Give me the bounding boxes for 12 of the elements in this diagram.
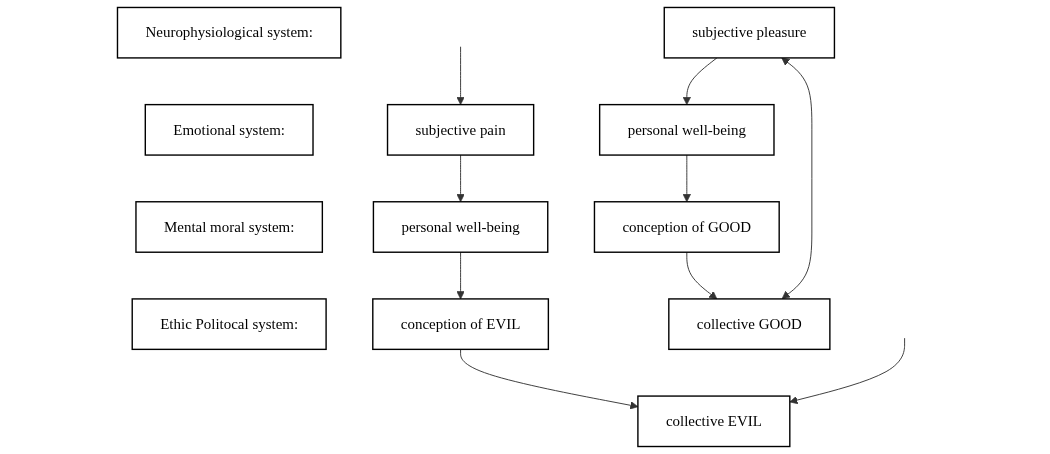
node-box: conception of EVIL: [372, 298, 549, 351]
node-box: collective EVIL: [637, 395, 791, 448]
node-box: subjective pleasure: [663, 6, 836, 59]
node-box: subjective pain: [386, 103, 535, 156]
node-box: personal well-being: [372, 201, 549, 253]
node-box: Emotional system:: [144, 103, 314, 156]
node-box: Neurophysiological system:: [116, 6, 342, 59]
node-box: collective GOOD: [668, 298, 831, 351]
node-box: personal well-being: [598, 103, 775, 156]
node-box: Mental moral system:: [135, 201, 323, 253]
node-box: conception of GOOD: [593, 201, 780, 253]
node-box: Ethic Politocal system:: [131, 298, 327, 351]
